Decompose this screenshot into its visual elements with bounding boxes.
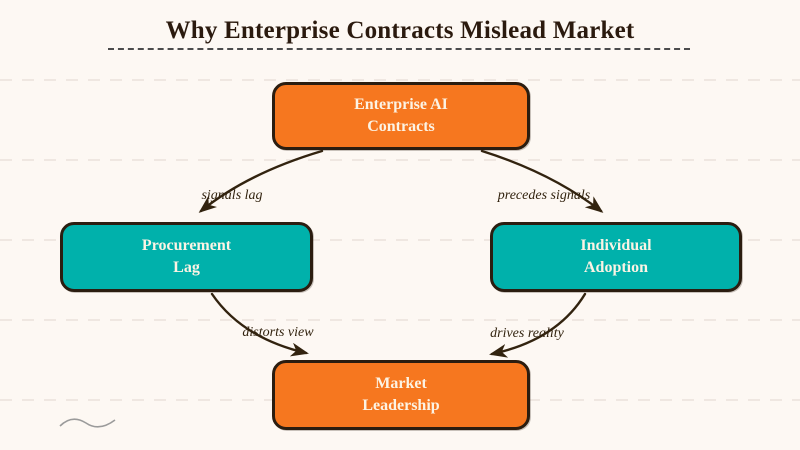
edge-label-signals-lag: signals lag xyxy=(201,188,263,203)
edge-adoption-to-leadership xyxy=(489,292,587,358)
squiggle-icon xyxy=(59,418,116,428)
title-underline xyxy=(108,48,690,50)
node-label-line: Leadership xyxy=(362,397,440,414)
node-individual-adoption: Individual Adoption xyxy=(490,222,742,292)
edge-label-distorts-view: distorts view xyxy=(242,325,314,340)
node-procurement-lag: Procurement Lag xyxy=(60,222,313,292)
node-label-line: Market xyxy=(375,375,427,392)
node-label-line: Adoption xyxy=(583,259,649,276)
edge-label-drives-reality: drives reality xyxy=(490,326,564,341)
node-label-line: Lag xyxy=(173,259,200,276)
node-market-leadership: Market Leadership xyxy=(272,360,530,430)
edges xyxy=(198,149,604,358)
node-label-line: Contracts xyxy=(367,118,435,135)
node-label-line: Individual xyxy=(580,237,652,254)
edge-contracts-to-procurement xyxy=(198,149,324,213)
edge-contracts-to-adoption xyxy=(480,149,604,213)
page-title: Why Enterprise Contracts Mislead Market xyxy=(165,17,635,44)
node-label-line: Enterprise AI xyxy=(354,96,448,113)
edge-label-precedes-signals: precedes signals xyxy=(497,188,591,203)
edge-procurement-to-leadership xyxy=(210,292,309,357)
node-enterprise-ai-contracts: Enterprise AI Contracts xyxy=(272,82,530,150)
node-label-line: Procurement xyxy=(141,237,232,254)
